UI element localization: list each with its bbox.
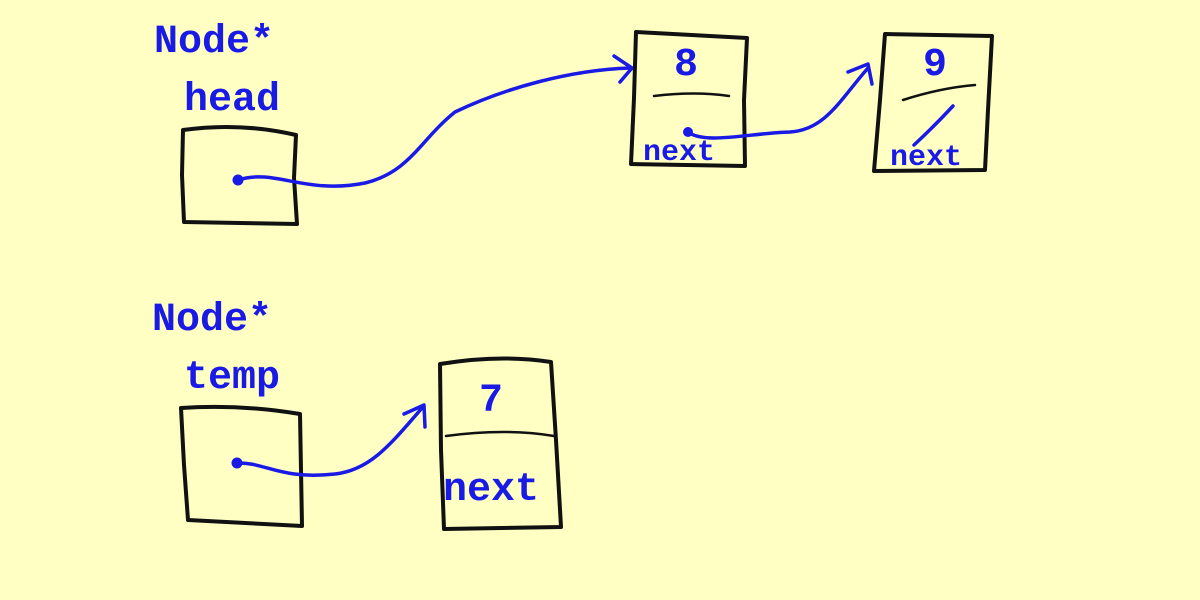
temp-type-label: Node*: [152, 298, 272, 343]
node-7: 7 next: [438, 356, 563, 531]
node-8-divider: [652, 92, 731, 98]
node-9-box: [872, 32, 994, 173]
head-pointer-box: [180, 124, 299, 226]
node-9: 9 next: [872, 32, 994, 175]
node-8-box: [629, 30, 749, 168]
node-8-to-node-9-arrowhead: [846, 62, 874, 86]
temp-to-node-7-arrowhead: [402, 403, 427, 429]
node-9-next-label: next: [890, 141, 962, 175]
temp-var-label: temp: [184, 356, 280, 401]
node-8-value: 8: [674, 43, 698, 88]
head-pointer-variable: Node* head: [154, 20, 634, 226]
head-to-node-8-arrow: [236, 66, 632, 188]
head-var-label: head: [184, 78, 280, 123]
node-7-box: [438, 356, 563, 531]
node-9-value: 9: [923, 43, 947, 88]
temp-pointer-box: [179, 404, 304, 528]
node-7-next-label: next: [443, 468, 539, 513]
node-9-divider: [901, 83, 977, 102]
node-9-null-slash: [912, 104, 955, 147]
node-8-next-label: next: [643, 136, 715, 170]
node-8-to-node-9-arrow: [686, 66, 870, 140]
node-7-divider: [444, 430, 556, 438]
head-to-node-8-arrowhead: [612, 54, 634, 84]
temp-to-node-7-arrow: [235, 406, 424, 477]
temp-pointer-variable: Node* temp: [152, 298, 427, 528]
head-type-label: Node*: [154, 20, 274, 65]
node-8: 8 next: [629, 30, 874, 170]
node-7-value: 7: [479, 379, 503, 424]
